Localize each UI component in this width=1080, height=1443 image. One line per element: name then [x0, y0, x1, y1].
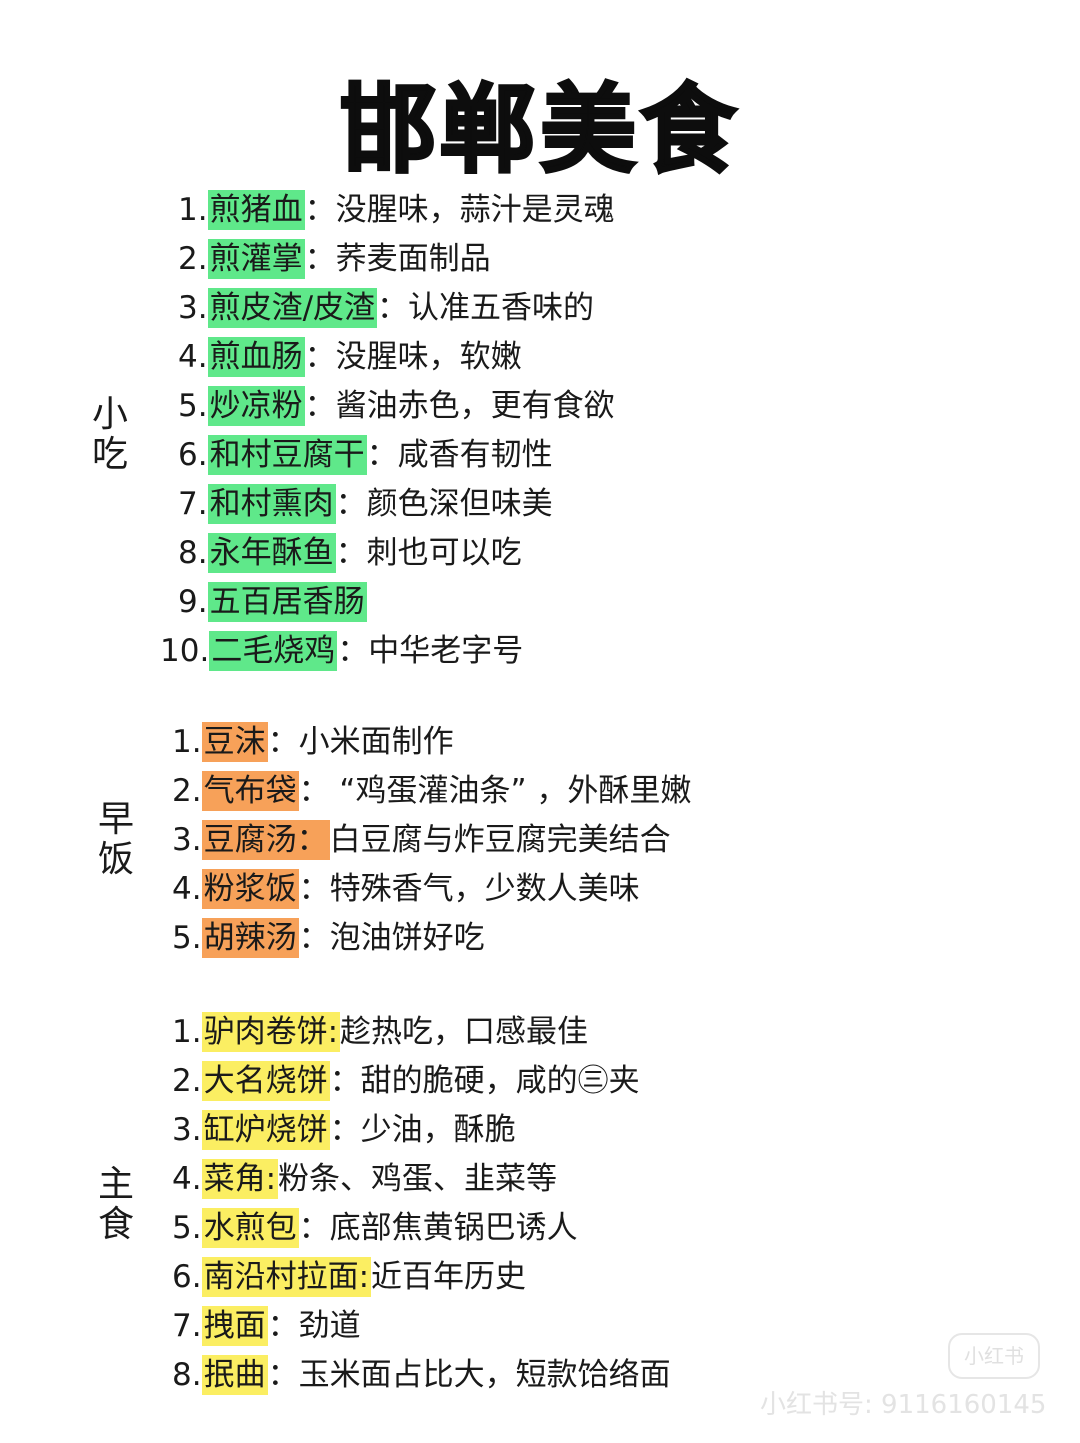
item-number: 4. [172, 871, 202, 907]
item-description: ： “鸡蛋灌油条” ，外酥里嫩 [298, 773, 692, 809]
item-name: 抿曲 [201, 1355, 268, 1395]
item-description: ：小米面制作 [267, 724, 454, 760]
item-number: 9. [178, 584, 208, 620]
list-item: 8.抿曲 ：玉米面占比大，短款饸络面 [172, 1353, 671, 1397]
watermark-logo: 小红书 [948, 1333, 1040, 1379]
list-item: 4.煎血肠：没腥味，软嫩 [178, 335, 522, 379]
list-item: 2.煎灌掌：荞麦面制品 [178, 237, 491, 281]
item-number: 7. [178, 486, 208, 522]
item-name: 五百居香肠 [207, 582, 367, 622]
item-number: 3. [172, 1112, 202, 1148]
item-name: 豆腐汤： [201, 820, 330, 860]
item-description: ：没腥味，软嫩 [304, 339, 522, 375]
category-label-staples: 主食 [97, 1164, 134, 1245]
list-item: 1.煎猪血：没腥味，蒜汁是灵魂 [178, 188, 615, 232]
item-number: 4. [172, 1161, 202, 1197]
item-name: 驴肉卷饼: [201, 1012, 341, 1052]
list-item: 10.二毛烧鸡 ：中华老字号 [160, 629, 523, 673]
list-item: 6.南沿村拉面: 近百年历史 [172, 1255, 526, 1299]
item-name: 胡辣汤 [201, 918, 299, 958]
category-label-breakfast: 早饭 [97, 799, 134, 880]
item-description: 趁热吃，口感最佳 [340, 1014, 589, 1050]
list-item: 3.缸炉烧饼 ：少油，酥脆 [172, 1108, 516, 1152]
item-description: ：咸香有韧性 [366, 437, 553, 473]
item-description: ：颜色深但味美 [335, 486, 553, 522]
list-item: 8.永年酥鱼：刺也可以吃 [178, 531, 522, 575]
item-number: 2. [172, 773, 202, 809]
item-name: 菜角: [201, 1159, 279, 1199]
item-number: 4. [178, 339, 208, 375]
item-name: 南沿村拉面: [201, 1257, 372, 1297]
list-item: 5.胡辣汤 ：泡油饼好吃 [172, 916, 485, 960]
item-name: 和村豆腐干 [207, 435, 367, 475]
item-description: ：荞麦面制品 [304, 241, 491, 277]
list-item: 5.炒凉粉：酱油赤色，更有食欲 [178, 384, 615, 428]
item-name: 炒凉粉 [207, 386, 305, 426]
item-name: 煎猪血 [207, 190, 305, 230]
list-item: 9.五百居香肠 [178, 580, 367, 624]
page-title: 邯郸美食 [339, 73, 740, 188]
item-number: 8. [172, 1357, 202, 1393]
item-number: 5. [178, 388, 208, 424]
item-number: 5. [172, 1210, 202, 1246]
item-number: 1. [172, 724, 202, 760]
item-number: 2. [178, 241, 208, 277]
list-item: 1.豆沫 ：小米面制作 [172, 720, 454, 764]
item-description: ：甜的脆硬，咸的㊂夹 [329, 1063, 640, 1099]
item-number: 6. [172, 1259, 202, 1295]
item-name: 水煎包 [201, 1208, 299, 1248]
item-description: ：玉米面占比大，短款饸络面 [267, 1357, 671, 1393]
item-name: 豆沫 [201, 722, 268, 762]
list-item: 1.驴肉卷饼: 趁热吃，口感最佳 [172, 1010, 588, 1054]
item-name: 煎灌掌 [207, 239, 305, 279]
item-name: 煎血肠 [207, 337, 305, 377]
item-description: ：底部焦黄锅巴诱人 [298, 1210, 578, 1246]
list-item: 4.菜角: 粉条、鸡蛋、韭菜等 [172, 1157, 557, 1201]
item-name: 大名烧饼 [201, 1061, 330, 1101]
item-number: 8. [178, 535, 208, 571]
item-number: 5. [172, 920, 202, 956]
list-item: 7.拽面 ：劲道 [172, 1304, 361, 1348]
item-description: ：劲道 [267, 1308, 361, 1344]
item-description: ：认准五香味的 [377, 290, 595, 326]
item-description: ：酱油赤色，更有食欲 [304, 388, 615, 424]
item-description: 粉条、鸡蛋、韭菜等 [278, 1161, 558, 1197]
category-label-snacks: 小吃 [91, 394, 128, 475]
list-item: 7.和村熏肉：颜色深但味美 [178, 482, 553, 526]
item-description: ：刺也可以吃 [335, 535, 522, 571]
item-name: 二毛烧鸡 [209, 631, 338, 671]
item-name: 粉浆饭 [201, 869, 299, 909]
list-item: 2.大名烧饼 ：甜的脆硬，咸的㊂夹 [172, 1059, 640, 1103]
item-name: 永年酥鱼 [207, 533, 336, 573]
item-description: ：泡油饼好吃 [298, 920, 485, 956]
item-description: 白豆腐与炸豆腐完美结合 [329, 822, 671, 858]
list-item: 4.粉浆饭 ：特殊香气，少数人美味 [172, 867, 640, 911]
list-item: 3.煎皮渣/皮渣：认准五香味的 [178, 286, 594, 330]
item-name: 拽面 [201, 1306, 268, 1346]
item-number: 6. [178, 437, 208, 473]
item-number: 1. [178, 192, 208, 228]
item-number: 7. [172, 1308, 202, 1344]
item-number: 3. [178, 290, 208, 326]
item-description: ：没腥味，蒜汁是灵魂 [304, 192, 615, 228]
list-item: 5.水煎包 ：底部焦黄锅巴诱人 [172, 1206, 578, 1250]
item-name: 缸炉烧饼 [201, 1110, 330, 1150]
item-number: 3. [172, 822, 202, 858]
item-number: 1. [172, 1014, 202, 1050]
item-number: 2. [172, 1063, 202, 1099]
item-description: ：少油，酥脆 [329, 1112, 516, 1148]
list-item: 6.和村豆腐干 ：咸香有韧性 [178, 433, 553, 477]
item-name: 煎皮渣/皮渣 [207, 288, 378, 328]
item-number: 10. [160, 633, 210, 669]
item-description: 近百年历史 [371, 1259, 527, 1295]
item-description: ：特殊香气，少数人美味 [298, 871, 640, 907]
item-name: 和村熏肉 [207, 484, 336, 524]
item-name: 气布袋 [201, 771, 299, 811]
list-item: 3.豆腐汤： 白豆腐与炸豆腐完美结合 [172, 818, 671, 862]
watermark-id: 小红书号: 9116160145 [760, 1390, 1047, 1420]
list-item: 2.气布袋 ： “鸡蛋灌油条” ，外酥里嫩 [172, 769, 691, 813]
item-description: ：中华老字号 [337, 633, 524, 669]
